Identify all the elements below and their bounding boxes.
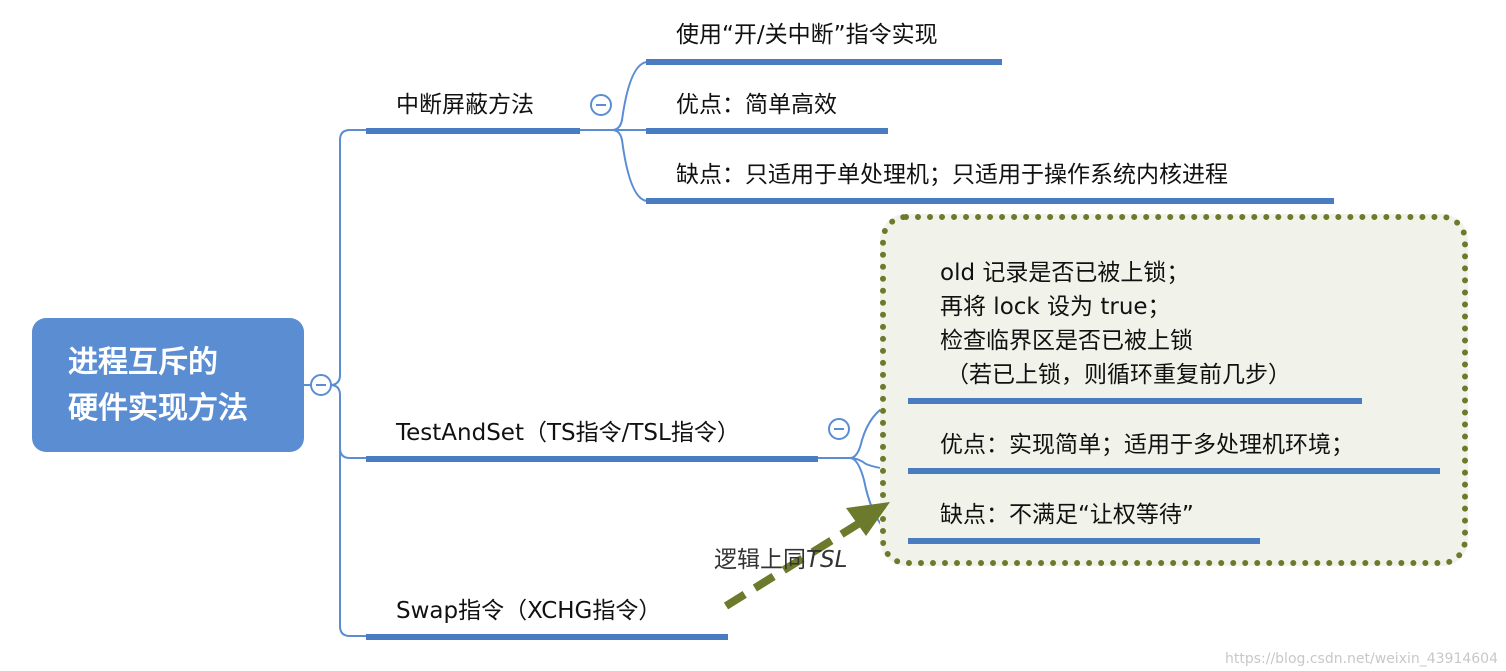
tsl-child-1[interactable]: 优点：实现简单；适用于多处理机环境； (940, 432, 1354, 458)
branch-tsl-label[interactable]: TestAndSet（TS指令/TSL指令） (396, 420, 740, 446)
branch-swap-label[interactable]: Swap指令（XCHG指令） (396, 598, 662, 624)
tsl-note-underline (908, 398, 1362, 404)
connector-interrupt-child3 (611, 129, 649, 202)
interrupt-child-3-underline (646, 198, 1334, 204)
connector-root-trunk (304, 129, 366, 386)
relation-label-target: TSL (806, 547, 848, 573)
tsl-child-2[interactable]: 缺点：不满足“让权等待” (940, 502, 1194, 528)
interrupt-child-1-underline (646, 59, 1002, 65)
tsl-child-1-underline (908, 468, 1440, 474)
tsl-child-2-underline (908, 538, 1260, 544)
interrupt-child-2-underline (646, 128, 888, 134)
relation-arrow-head (846, 502, 890, 536)
branch-swap-underline (366, 634, 728, 640)
tsl-note-line-3: 检查临界区是否已被上锁 (940, 328, 1193, 354)
interrupt-child-3[interactable]: 缺点：只适用于单处理机；只适用于操作系统内核进程 (676, 162, 1228, 188)
root-node[interactable]: 进程互斥的 硬件实现方法 (32, 318, 304, 452)
root-line-2: 硬件实现方法 (68, 391, 248, 426)
relation-label: 逻辑上同TSL (714, 540, 847, 574)
relation-arrow-shaft (723, 520, 861, 610)
interrupt-child-1[interactable]: 使用“开/关中断”指令实现 (676, 22, 938, 48)
watermark: https://blog.csdn.net/weixin_43914604 (1224, 651, 1498, 667)
tsl-collapse-icon[interactable] (828, 418, 850, 440)
root-collapse-icon[interactable] (310, 374, 332, 396)
root-line-1: 进程互斥的 (68, 345, 218, 380)
interrupt-child-2[interactable]: 优点：简单高效 (676, 92, 837, 118)
tsl-note-line-2: 再将 lock 设为 true； (940, 294, 1171, 320)
tsl-note-line-1: old 记录是否已被上锁； (940, 260, 1190, 286)
tsl-note-line-4: （若已上锁，则循环重复前几步） (946, 362, 1291, 388)
tsl-note-box (880, 214, 1468, 566)
branch-interrupt-label[interactable]: 中断屏蔽方法 (396, 92, 534, 118)
branch-interrupt-underline (366, 128, 580, 134)
interrupt-collapse-icon[interactable] (590, 94, 612, 116)
connector-root-swap (339, 448, 366, 637)
relation-label-prefix: 逻辑上同 (714, 547, 806, 573)
branch-tsl-underline (366, 456, 818, 462)
